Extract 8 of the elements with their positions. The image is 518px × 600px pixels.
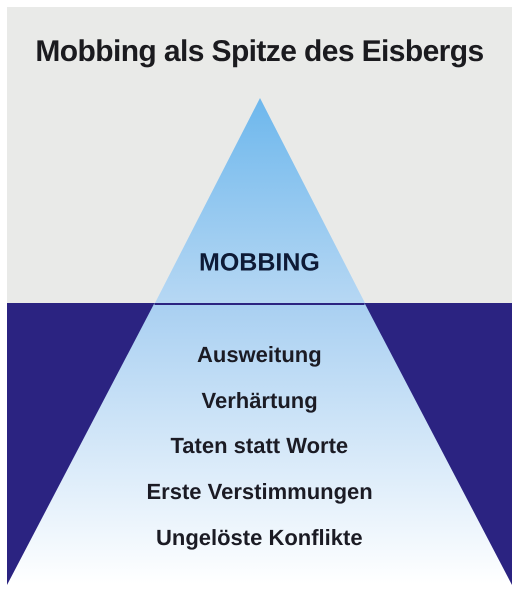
iceberg-tip	[154, 98, 364, 303]
stage-label: Taten statt Worte	[170, 434, 348, 458]
stage-label: Erste Verstimmungen	[146, 480, 373, 504]
stage-label: Verhärtung	[202, 388, 318, 414]
title: Mobbing als Spitze des Eisbergs	[34, 34, 485, 70]
stage-label: Ausweitung	[197, 342, 322, 368]
stage-label: Ungelöste Konflikte	[156, 526, 363, 550]
tip-label: MOBBING	[199, 249, 320, 277]
